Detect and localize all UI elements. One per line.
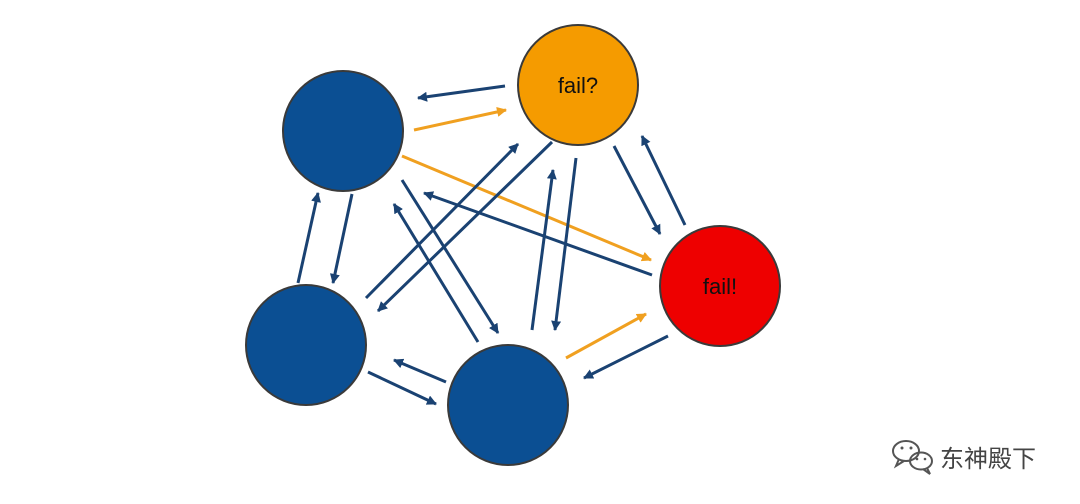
arrow-top-left-to-bottom-left: [329, 193, 354, 284]
node-right-label: fail!: [703, 274, 737, 299]
arrow-top-center-to-top-left: [417, 84, 506, 102]
watermark: 东神殿下: [892, 440, 1036, 475]
arrows: [296, 84, 687, 406]
arrow-bottom-center-to-top-left: [392, 203, 480, 343]
node-bottom-left: [245, 284, 367, 406]
arrow-bottom-left-to-top-left: [296, 192, 321, 284]
node-top-left: [282, 70, 404, 192]
arrow-right-to-top-center: [640, 135, 687, 226]
arrow-bottom-center-to-top-center: [530, 169, 557, 331]
arrow-top-left-to-top-center: [413, 107, 507, 132]
arrow-top-left-to-right: [401, 154, 652, 262]
wechat-icon: [892, 440, 933, 475]
watermark-text: 东神殿下: [940, 445, 1036, 473]
node-top-center: [517, 24, 639, 146]
arrow-right-to-top-left: [423, 191, 653, 277]
node-top-center-label: fail?: [558, 73, 598, 98]
arrow-top-center-to-right: [612, 145, 662, 235]
arrow-top-center-to-bottom-left: [376, 140, 554, 313]
node-bottom-center: [447, 344, 569, 466]
arrow-bottom-left-to-top-center: [364, 142, 520, 300]
arrow-right-to-bottom-center: [583, 334, 669, 380]
arrow-bottom-center-to-right: [565, 312, 647, 360]
arrow-bottom-center-to-bottom-left: [393, 358, 447, 384]
arrow-top-left-to-bottom-center: [400, 179, 500, 334]
nodes: fail? fail!: [245, 24, 781, 466]
arrow-top-center-to-bottom-center: [551, 157, 578, 331]
node-right: [659, 225, 781, 347]
arrow-bottom-left-to-bottom-center: [367, 370, 437, 406]
